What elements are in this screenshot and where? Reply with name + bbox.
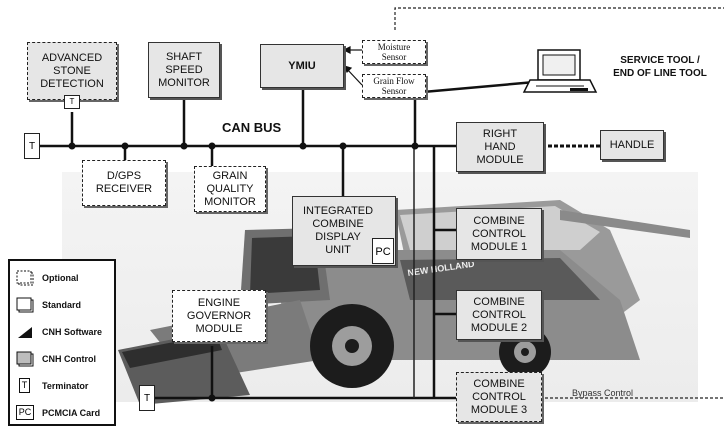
- cnh-control-symbol-icon: [16, 351, 34, 367]
- grain-quality-monitor-label: GRAIN QUALITY MONITOR: [204, 170, 256, 209]
- terminator-symbol-icon: T: [16, 378, 34, 394]
- right-hand-module-box: RIGHT HAND MODULE: [456, 122, 544, 172]
- ymiu-box: YMIU: [260, 44, 344, 88]
- legend-cnh-control: CNH Control: [16, 350, 96, 368]
- grain-flow-sensor-label: Grain Flow Sensor: [373, 76, 414, 96]
- legend-optional: Optional: [16, 269, 79, 287]
- laptop-icon: [524, 50, 596, 92]
- legend-cnh-software-label: CNH Software: [42, 327, 102, 337]
- can-bus-label: CAN BUS: [222, 120, 281, 135]
- legend-pcmcia-label: PCMCIA Card: [42, 408, 100, 418]
- grain-quality-monitor-box: GRAIN QUALITY MONITOR: [194, 166, 266, 212]
- terminator-stone: T: [64, 95, 80, 109]
- grain-flow-sensor-box: Grain Flow Sensor: [362, 74, 426, 98]
- legend: Optional Standard CNH Software CNH Contr…: [8, 259, 116, 426]
- handle-label: HANDLE: [610, 139, 655, 152]
- dgps-receiver-box: D/GPS RECEIVER: [82, 160, 166, 206]
- legend-pcmcia: PC PCMCIA Card: [16, 404, 100, 422]
- ymiu-label: YMIU: [288, 60, 316, 73]
- service-tool-label: SERVICE TOOL / END OF LINE TOOL: [600, 54, 720, 80]
- combine-control-module-1-box: COMBINE CONTROL MODULE 1: [456, 208, 542, 260]
- moisture-sensor-label: Moisture Sensor: [378, 42, 411, 62]
- cnh-software-symbol-icon: [16, 324, 34, 340]
- combine-control-module-3-label: COMBINE CONTROL MODULE 3: [471, 378, 527, 417]
- pcmcia-symbol-icon: PC: [16, 405, 34, 421]
- handle-box: HANDLE: [600, 130, 664, 160]
- terminator-symbol-text: T: [19, 378, 30, 393]
- sensor-arrows: [344, 47, 362, 85]
- advanced-stone-detection-label: ADVANCED STONE DETECTION: [40, 52, 104, 91]
- engine-governor-module-box: ENGINE GOVERNOR MODULE: [172, 290, 266, 342]
- moisture-sensor-box: Moisture Sensor: [362, 40, 426, 64]
- legend-terminator-label: Terminator: [42, 381, 88, 391]
- legend-cnh-control-label: CNH Control: [42, 354, 96, 364]
- engine-governor-module-label: ENGINE GOVERNOR MODULE: [187, 297, 251, 336]
- pcmcia-symbol-text: PC: [16, 405, 34, 420]
- optional-symbol-icon: [16, 270, 34, 286]
- combine-control-module-1-label: COMBINE CONTROL MODULE 1: [471, 215, 527, 254]
- advanced-stone-detection-box: ADVANCED STONE DETECTION: [27, 42, 117, 100]
- legend-standard-label: Standard: [42, 300, 81, 310]
- integrated-combine-display-unit-label: INTEGRATED COMBINE DISPLAY UNIT: [303, 205, 373, 257]
- shaft-speed-monitor-label: SHAFT SPEED MONITOR: [158, 51, 210, 90]
- pcmcia-card-slot: PC: [372, 238, 394, 264]
- bypass-control-label: Bypass Control: [572, 388, 633, 398]
- legend-cnh-software: CNH Software: [16, 323, 102, 341]
- right-hand-module-label: RIGHT HAND MODULE: [476, 128, 523, 167]
- combine-control-module-3-box: COMBINE CONTROL MODULE 3: [456, 372, 542, 422]
- legend-standard: Standard: [16, 296, 81, 314]
- combine-control-module-2-box: COMBINE CONTROL MODULE 2: [456, 290, 542, 340]
- legend-terminator: T Terminator: [16, 377, 88, 395]
- dgps-receiver-label: D/GPS RECEIVER: [96, 170, 152, 196]
- terminator-left: T: [24, 133, 40, 159]
- standard-symbol-icon: [16, 297, 34, 313]
- terminator-bottom: T: [139, 385, 155, 411]
- combine-control-module-2-label: COMBINE CONTROL MODULE 2: [471, 296, 527, 335]
- legend-optional-label: Optional: [42, 273, 79, 283]
- shaft-speed-monitor-box: SHAFT SPEED MONITOR: [148, 42, 220, 98]
